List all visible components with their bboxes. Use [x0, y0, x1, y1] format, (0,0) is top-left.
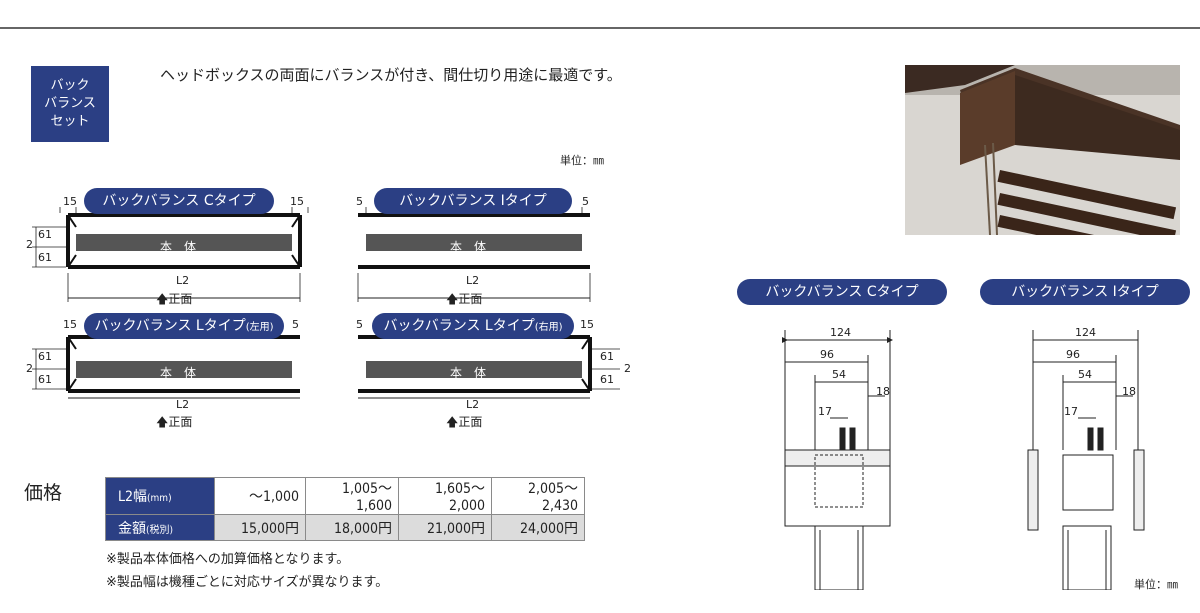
c-dim-124: 124 — [830, 326, 851, 339]
table-cell: 15,000円 — [214, 514, 306, 541]
i-type-front: 🡅正面 — [446, 292, 483, 306]
table-cell: 1,005～1,600 — [305, 477, 399, 515]
l-right-length: L2 — [466, 398, 480, 411]
table-cell: 2,005～2,430 — [491, 477, 585, 515]
c-dim-17: 17 — [818, 405, 832, 418]
badge-line-3: セット — [50, 114, 90, 129]
unit-label-right: 単位：㎜ — [1134, 578, 1178, 591]
i-dim-17: 17 — [1064, 405, 1078, 418]
i-type-title: バックバランス Iタイプ — [374, 188, 572, 214]
price-label: 価格 — [24, 482, 63, 504]
c-type-section-title: バックバランス Cタイプ — [737, 279, 947, 305]
l-right-right-dim: 15 — [580, 318, 594, 331]
l-left-left-dim: 15 — [63, 318, 77, 331]
table-cell: 24,000円 — [491, 514, 585, 541]
c-type-height-dim-2: 61 — [38, 251, 52, 264]
l-left-height-dim-2: 61 — [38, 373, 52, 386]
l-left-body-label: 本 体 — [160, 366, 197, 380]
l-right-front: 🡅正面 — [446, 415, 483, 429]
i-type-section — [1027, 330, 1145, 590]
i-type-body-label: 本 体 — [450, 240, 487, 254]
c-dim-18: 18 — [876, 385, 890, 398]
c-type-height-dim-1: 61 — [38, 228, 52, 241]
l-left-height-dim-1: 61 — [38, 350, 52, 363]
plan-diagrams — [32, 207, 620, 399]
c-type-length: L2 — [176, 274, 190, 287]
i-type-right-dim: 5 — [582, 195, 589, 208]
l-left-length: L2 — [176, 398, 190, 411]
l-right-title: バックバランス Lタイプ(右用) — [372, 313, 574, 339]
i-dim-124: 124 — [1075, 326, 1096, 339]
table-row: 金額(税別) 15,000円 18,000円 21,000円 24,000円 — [105, 514, 585, 541]
top-rule — [0, 27, 1200, 29]
table-cell: 18,000円 — [305, 514, 399, 541]
unit-label-left: 単位：㎜ — [560, 154, 604, 167]
badge-line-1: バック — [50, 78, 90, 93]
diagram-l-right — [358, 335, 620, 399]
l-left-right-dim: 5 — [292, 318, 299, 331]
i-dim-54: 54 — [1078, 368, 1092, 381]
c-type-height-total: 2 — [26, 238, 33, 251]
note-2: ※製品幅は機種ごとに対応サイズが異なります。 — [106, 575, 389, 590]
c-dim-54: 54 — [832, 368, 846, 381]
c-type-front: 🡅正面 — [156, 292, 193, 306]
table-cell: ～1,000 — [214, 477, 306, 515]
table-cell: 21,000円 — [398, 514, 492, 541]
row-head-width: L2幅(mm) — [105, 477, 215, 515]
i-dim-18: 18 — [1122, 385, 1136, 398]
diagram-i-type — [357, 207, 591, 302]
note-1: ※製品本体価格への加算価格となります。 — [106, 552, 350, 567]
l-right-height-total: 2 — [624, 362, 631, 375]
c-type-right-dim: 15 — [290, 195, 304, 208]
l-right-body-label: 本 体 — [450, 366, 487, 380]
i-dim-96: 96 — [1066, 348, 1080, 361]
back-balance-set-badge: バック バランス セット — [31, 66, 109, 142]
description: ヘッドボックスの両面にバランスが付き、間仕切り用途に最適です。 — [160, 66, 622, 84]
c-type-left-dim: 15 — [63, 195, 77, 208]
c-type-section — [782, 330, 893, 590]
section-drawings — [782, 330, 1145, 590]
c-type-title: バックバランス Cタイプ — [84, 188, 274, 214]
i-type-section-title: バックバランス Iタイプ — [980, 279, 1190, 305]
l-left-front: 🡅正面 — [156, 415, 193, 429]
i-type-left-dim: 5 — [356, 195, 363, 208]
badge-line-2: バランス — [44, 96, 96, 111]
row-head-amount: 金額(税別) — [105, 514, 215, 541]
product-photo — [905, 65, 1180, 235]
c-dim-96: 96 — [820, 348, 834, 361]
l-right-left-dim: 5 — [356, 318, 363, 331]
l-right-height-dim-1: 61 — [600, 350, 614, 363]
l-left-title: バックバランス Lタイプ(左用) — [84, 313, 284, 339]
table-row: L2幅(mm) ～1,000 1,005～1,600 1,605～2,000 2… — [105, 477, 585, 515]
price-table: L2幅(mm) ～1,000 1,005～1,600 1,605～2,000 2… — [105, 477, 585, 541]
l-left-height-total: 2 — [26, 362, 33, 375]
c-type-body-label: 本 体 — [160, 240, 197, 254]
diagram-c-type — [32, 207, 309, 302]
l-right-height-dim-2: 61 — [600, 373, 614, 386]
table-cell: 1,605～2,000 — [398, 477, 492, 515]
i-type-length: L2 — [466, 274, 480, 287]
